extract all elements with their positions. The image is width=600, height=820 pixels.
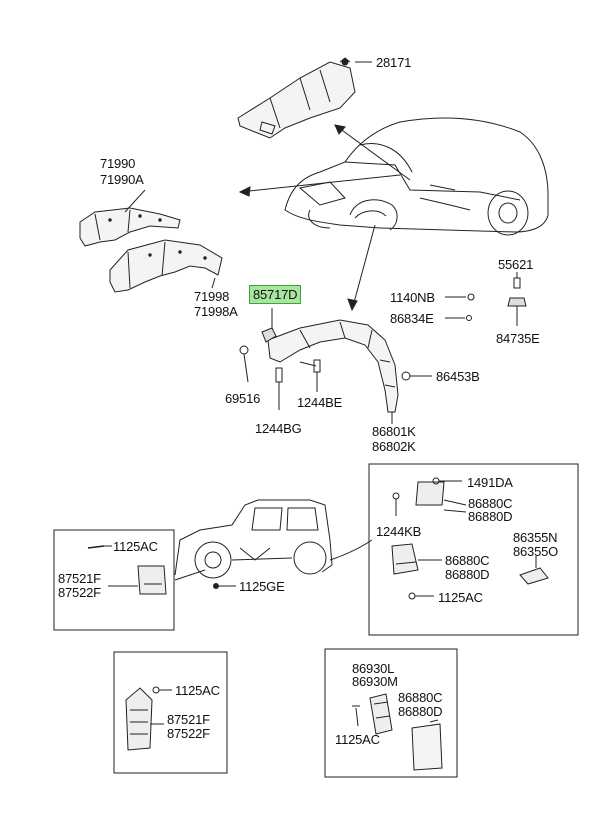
part-label-1125ac-bottom-right: 1125AC: [335, 732, 380, 747]
part-label-1125ac-bottom-left: 1125AC: [175, 683, 220, 698]
part-label-1125ac-left: 1125AC: [113, 539, 158, 554]
part-label-87522f-left: 87522F: [58, 585, 101, 600]
part-label-87521f-bottom: 87521F: [167, 712, 210, 727]
engine-cover-part: [237, 57, 356, 139]
part-label-28171: 28171: [376, 55, 412, 70]
part-label-71998a: 71998A: [194, 304, 238, 319]
part-label-71998: 71998: [194, 289, 230, 304]
part-label-71990a: 71990A: [100, 172, 144, 187]
part-label-86880d-right-mid: 86880D: [445, 567, 490, 582]
part-label-1244kb: 1244KB: [376, 524, 422, 539]
part-label-85717d-highlighted[interactable]: 85717D: [249, 285, 302, 304]
mudguard-box-right: [368, 463, 579, 636]
part-label-86930l: 86930L: [352, 661, 395, 676]
wheelhouse-panel-lower: [109, 239, 223, 293]
part-label-1140nb: 1140NB: [390, 290, 435, 305]
part-label-87522f-bottom: 87522F: [167, 726, 210, 741]
part-label-86880c-right-top: 86880C: [468, 496, 513, 511]
jeep-outline: [174, 499, 333, 579]
car-body-outline: [284, 117, 549, 236]
part-label-71990: 71990: [100, 156, 136, 171]
part-label-55621: 55621: [498, 257, 534, 272]
mudflap-box-left: [113, 651, 228, 774]
part-label-86880d-bottom: 86880D: [398, 704, 443, 719]
part-label-1491da: 1491DA: [467, 475, 513, 490]
part-label-1125ge: 1125GE: [239, 579, 285, 594]
inner-fender-liner: [267, 319, 399, 413]
wheelhouse-panel-upper: [79, 207, 181, 247]
part-label-1244bg: 1244BG: [255, 421, 302, 436]
part-label-86880d-right-top: 86880D: [468, 509, 513, 524]
part-label-84735e: 84735E: [496, 331, 540, 346]
mudflap-box-right: [324, 648, 458, 778]
part-label-1244be: 1244BE: [297, 395, 343, 410]
part-label-86355n: 86355N: [513, 530, 558, 545]
part-label-86453b: 86453B: [436, 369, 480, 384]
part-label-86880c-right-mid: 86880C: [445, 553, 490, 568]
part-label-86880c-bottom: 86880C: [398, 690, 443, 705]
part-label-86930m: 86930M: [352, 674, 398, 689]
mudguard-box-left: [53, 529, 175, 631]
part-label-86802k: 86802K: [372, 439, 416, 454]
part-label-86801k: 86801K: [372, 424, 416, 439]
part-label-86355o: 86355O: [513, 544, 559, 559]
part-label-86834e: 86834E: [390, 311, 434, 326]
part-label-87521f-left: 87521F: [58, 571, 101, 586]
part-label-69516: 69516: [225, 391, 261, 406]
part-label-1125ac-right: 1125AC: [438, 590, 483, 605]
